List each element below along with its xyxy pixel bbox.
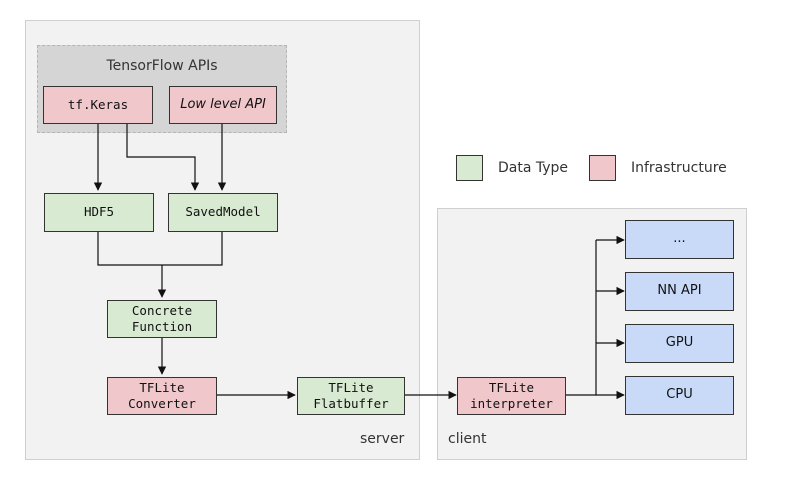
legend-infrastructure-swatch xyxy=(589,155,616,181)
hdf5-node: HDF5 xyxy=(44,193,154,232)
concrete-function-node: Concrete Function xyxy=(107,300,217,338)
edge-interpreter-bus xyxy=(566,240,597,396)
savedmodel-node: SavedModel xyxy=(168,193,278,232)
low-level-api-node: Low level API xyxy=(169,86,277,124)
target-gpu-node: GPU xyxy=(625,324,734,363)
legend-infrastructure-label: Infrastructure xyxy=(631,160,727,176)
tf-keras-node: tf.Keras xyxy=(43,86,153,124)
tflite-flatbuffer-node: TFLite Flatbuffer xyxy=(297,377,405,415)
client-label: client xyxy=(448,431,487,447)
tensorflow-apis-title: TensorFlow APIs xyxy=(106,58,218,74)
tflite-interpreter-node: TFLite interpreter xyxy=(457,377,566,415)
tflite-converter-node: TFLite Converter xyxy=(107,377,217,415)
target-nnapi-node: NN API xyxy=(625,272,734,311)
legend-data-type-swatch xyxy=(456,155,483,181)
legend-data-type-label: Data Type xyxy=(498,160,569,176)
edge-keras-savedmodel xyxy=(126,124,200,191)
target-cpu-node: CPU xyxy=(625,376,734,415)
target-ellipsis-node: ... xyxy=(625,220,734,259)
edge-hdf5-merge xyxy=(97,232,223,266)
server-label: server xyxy=(360,431,405,447)
